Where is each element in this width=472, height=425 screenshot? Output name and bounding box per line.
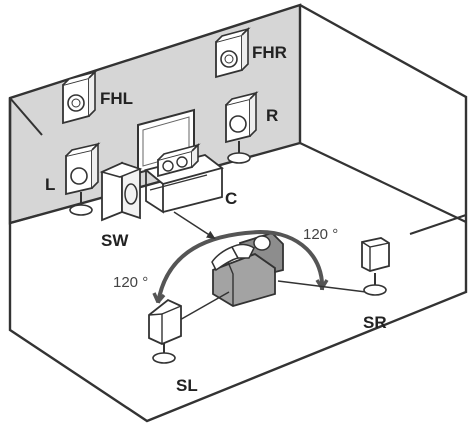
surround-right-speaker-icon xyxy=(361,237,390,296)
front-right-speaker-icon xyxy=(225,91,259,164)
listening-arc xyxy=(156,229,325,304)
center-speaker-icon xyxy=(157,143,201,178)
sl-label: SL xyxy=(176,376,198,395)
left-angle-label: 120 ° xyxy=(113,274,148,291)
floor-edge-hint xyxy=(409,214,467,235)
ceiling-edge-hint xyxy=(9,97,43,136)
listener-icon xyxy=(211,235,271,272)
front-height-right-speaker-icon xyxy=(215,27,251,79)
r-label: R xyxy=(266,106,278,125)
fhl-label: FHL xyxy=(100,89,133,108)
right-angle-label: 120 ° xyxy=(303,226,338,243)
floor-corner-edge xyxy=(299,142,467,223)
surround-left-speaker-icon xyxy=(148,298,182,364)
fhr-label: FHR xyxy=(252,43,287,62)
l-label: L xyxy=(45,175,55,194)
angle-indicators xyxy=(152,211,367,322)
c-label: C xyxy=(225,189,237,208)
sw-label: SW xyxy=(101,231,129,250)
wall-floor-edge xyxy=(9,213,40,225)
front-direction-arrow xyxy=(173,211,216,240)
room-outline xyxy=(8,3,468,423)
front-height-left-speaker-icon xyxy=(62,70,98,125)
front-left-speaker-icon xyxy=(65,142,101,216)
sr-direction-line xyxy=(277,280,367,293)
sl-direction-line xyxy=(177,291,230,322)
subwoofer-icon xyxy=(99,161,143,222)
sr-label: SR xyxy=(363,313,387,332)
